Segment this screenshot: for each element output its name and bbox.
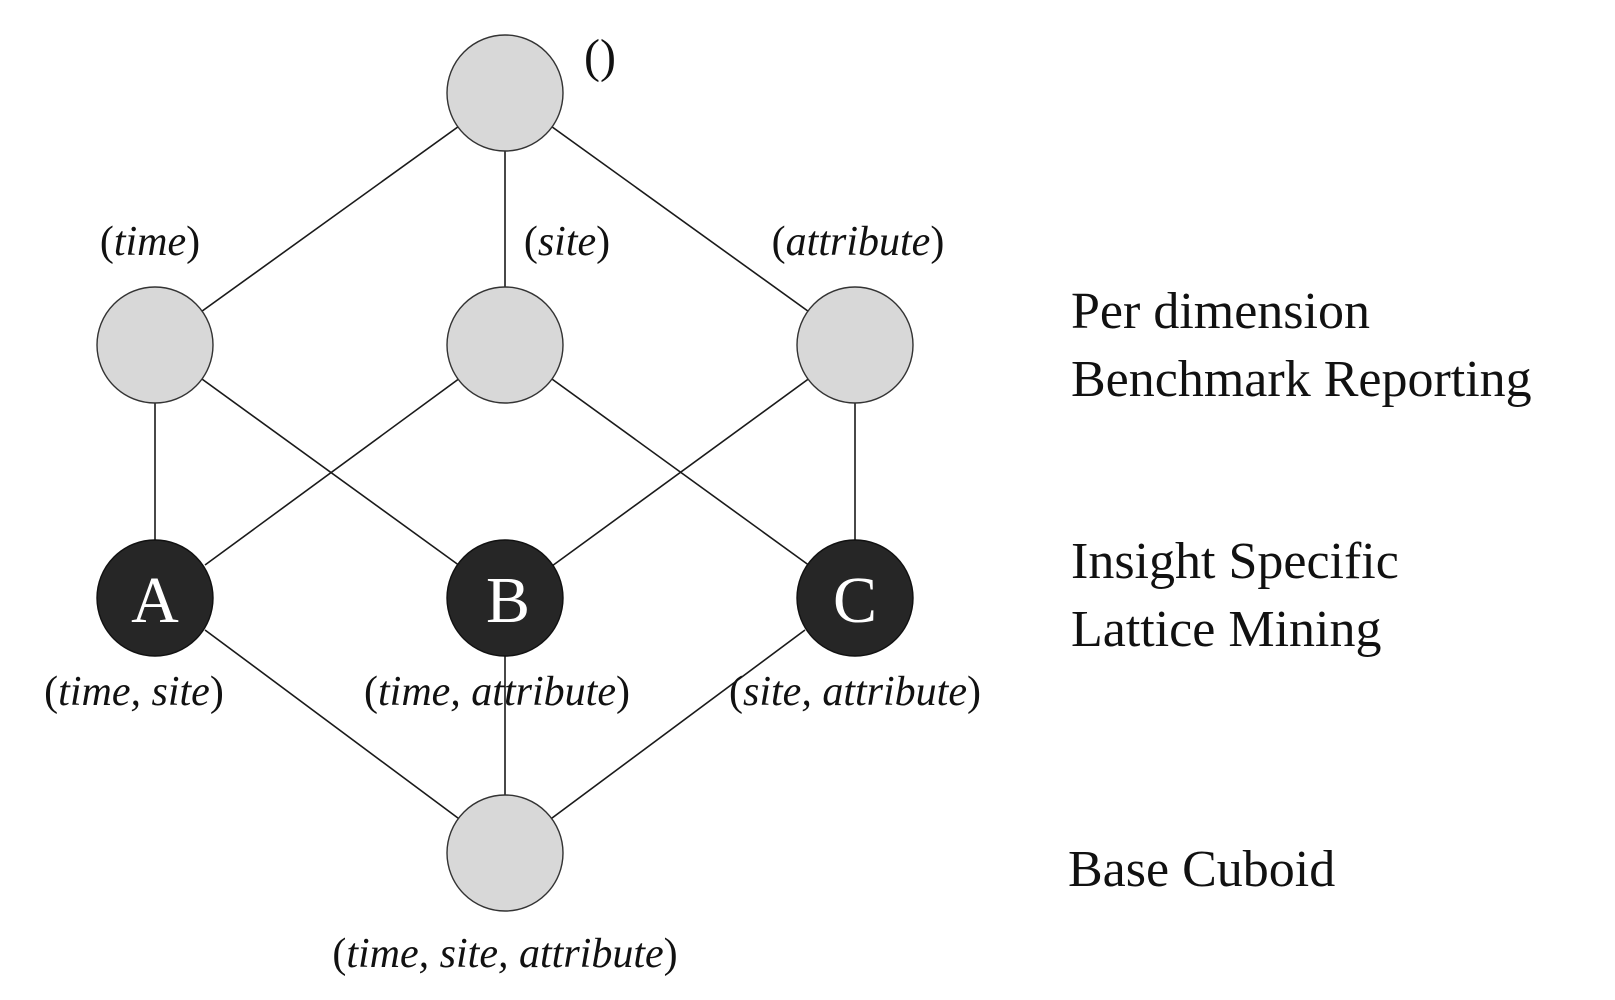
level-base-cuboid: Base Cuboid [1068, 841, 1335, 898]
node-letter-b: B [486, 564, 530, 637]
edge-root-time [154, 92, 506, 346]
label-time-close: ) [186, 219, 200, 265]
label-site-attribute-open: ( [729, 669, 743, 715]
level-per-dimension-line2: Benchmark Reporting [1071, 351, 1532, 408]
lattice-nodes [96, 34, 914, 912]
label-site-attribute-name: site, attribute [743, 669, 967, 715]
label-time-attribute: (time, attribute) [364, 669, 630, 715]
label-time-site-close: ) [210, 669, 224, 715]
label-site-attribute: (site, attribute) [729, 669, 981, 715]
edge-time-b [154, 344, 461, 567]
label-site-close: ) [596, 219, 610, 265]
edge-site-a [204, 344, 506, 566]
label-time-site-open: ( [44, 669, 58, 715]
label-site-open: ( [524, 219, 538, 265]
root-label: () [584, 30, 616, 83]
label-attribute: (attribute) [772, 219, 945, 265]
node-base [446, 794, 564, 912]
edge-c-base [504, 629, 806, 854]
node-site [446, 286, 564, 404]
label-time-attribute-open: ( [364, 669, 378, 715]
label-time-name: time [114, 219, 186, 265]
node-a [96, 539, 214, 657]
node-attribute [796, 286, 914, 404]
level-insight-specific-line2: Lattice Mining [1071, 601, 1381, 658]
edge-root-attribute [504, 92, 856, 346]
level-descriptions: Per dimension Benchmark Reporting Insigh… [1068, 283, 1532, 898]
node-c [796, 539, 914, 657]
label-base-close: ) [664, 931, 678, 977]
label-site: (site) [524, 219, 610, 265]
label-attribute-name: attribute [786, 219, 931, 265]
label-time-site-name: time, site [58, 669, 210, 715]
label-base-name: time, site, attribute [346, 931, 663, 977]
node-root [446, 34, 564, 152]
node-letter-a: A [131, 564, 179, 637]
node-b [446, 539, 564, 657]
label-site-name: site [538, 219, 596, 265]
level-insight-specific-line1: Insight Specific [1071, 533, 1399, 590]
lattice-edges [154, 92, 856, 854]
label-time-attribute-close: ) [616, 669, 630, 715]
label-base-open: ( [332, 931, 346, 977]
node-letter-c: C [833, 564, 877, 637]
label-time-attribute-name: time, attribute [378, 669, 616, 715]
edge-attribute-b [551, 344, 856, 567]
label-base: (time, site, attribute) [332, 931, 677, 977]
edge-site-c [504, 344, 811, 567]
node-letters: A B C [131, 564, 877, 637]
label-attribute-open: ( [772, 219, 786, 265]
label-time: (time) [100, 219, 200, 265]
label-site-attribute-close: ) [967, 669, 981, 715]
label-attribute-close: ) [930, 219, 944, 265]
edge-a-base [204, 629, 506, 854]
level-per-dimension-line1: Per dimension [1071, 283, 1370, 340]
label-time-open: ( [100, 219, 114, 265]
node-time [96, 286, 214, 404]
label-time-site: (time, site) [44, 669, 224, 715]
